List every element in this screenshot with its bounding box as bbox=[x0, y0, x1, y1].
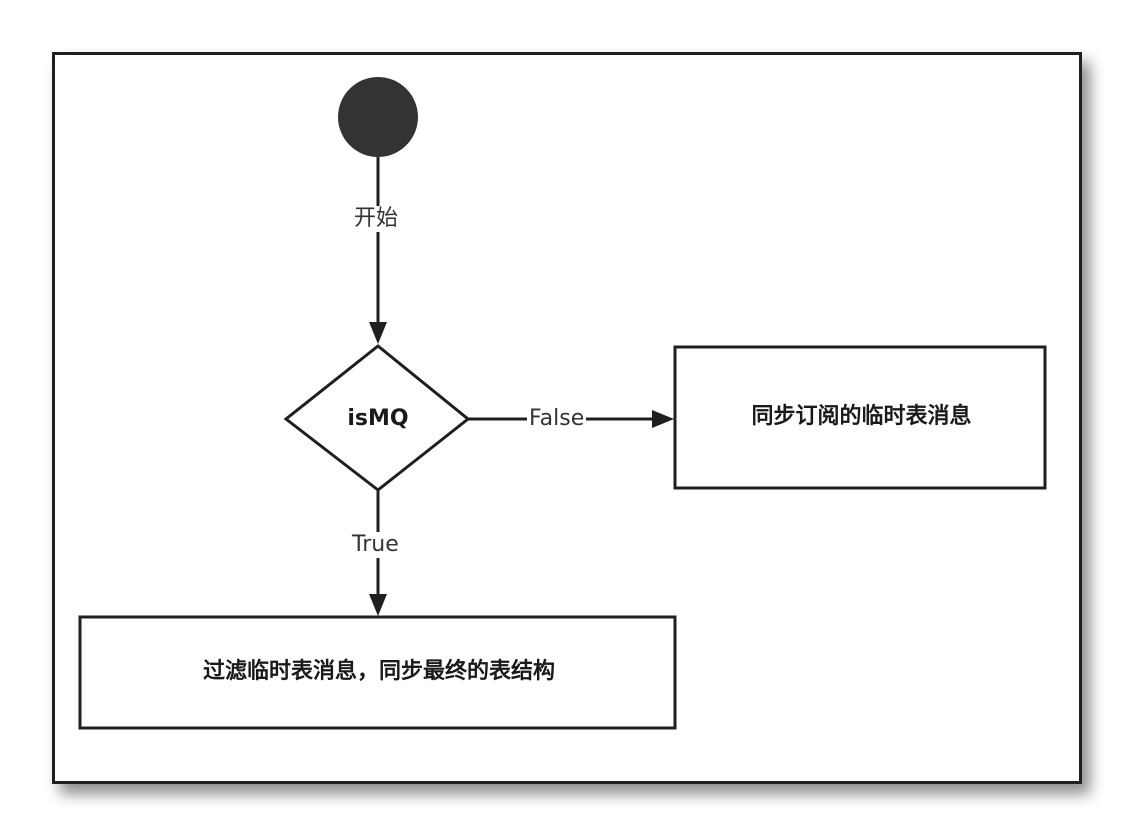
true-action-node bbox=[78, 615, 677, 730]
arrowhead-decision-false bbox=[652, 410, 674, 428]
arrowhead-start-to-decision bbox=[369, 322, 387, 344]
decision-label: isMQ bbox=[347, 406, 409, 431]
arrowhead-decision-true bbox=[369, 594, 387, 616]
false-action-node bbox=[673, 345, 1047, 490]
edge-label-true: True bbox=[350, 532, 401, 558]
true-action-label: 过滤临时表消息，同步最终的表结构 bbox=[202, 659, 555, 684]
start-node bbox=[338, 77, 418, 157]
edge-label-false: False bbox=[527, 406, 587, 432]
edge-label-start: 开始 bbox=[352, 206, 401, 232]
false-action-label: 同步订阅的临时表消息 bbox=[751, 404, 972, 429]
